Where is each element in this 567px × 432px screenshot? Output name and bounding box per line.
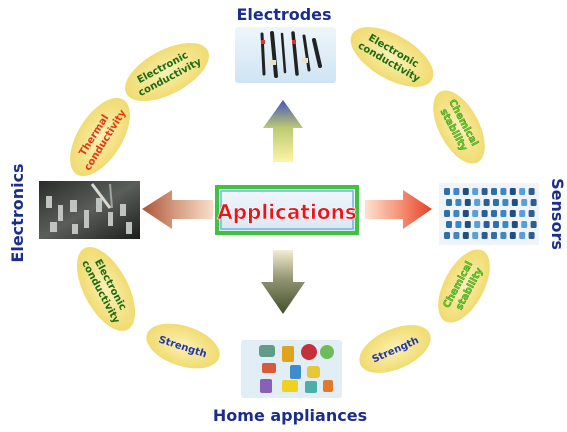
sensor-component (481, 232, 488, 239)
sensor-component (491, 210, 497, 217)
sensor-component (455, 221, 462, 228)
sensor-component (511, 221, 518, 228)
property-ellipses (70, 27, 490, 373)
sensor-component (502, 199, 509, 206)
sensor-component (472, 210, 479, 217)
ellipse-thermal-conductivity (70, 97, 130, 177)
electronics-image (39, 181, 140, 239)
ellipse-electronic-conductivity-top-right (350, 27, 434, 87)
center-label: Applications (217, 200, 356, 224)
sensor-component (491, 188, 497, 195)
sensor-component (453, 232, 460, 239)
sensor-component (500, 210, 507, 217)
arrow-right (365, 190, 432, 229)
sensor-component (511, 199, 518, 206)
sensor-component (519, 210, 526, 217)
arrows (142, 100, 432, 314)
sensor-component (509, 232, 516, 239)
node-label-home-appliances: Home appliances (213, 406, 367, 425)
sensor-component (519, 232, 526, 239)
ellipse-chemical-stability-bottom-right (438, 249, 490, 323)
sensor-component (500, 188, 507, 195)
sensor-component (446, 221, 452, 228)
arrow-down (261, 250, 305, 314)
sensor-component (509, 188, 516, 195)
sensor-component (446, 199, 452, 206)
sensor-component (464, 221, 471, 228)
node-label-electronics: Electronics (8, 163, 27, 262)
ellipse-strength-bottom-left (146, 323, 220, 369)
sensor-component (444, 210, 450, 217)
arrow-left (142, 190, 213, 229)
sensor-component (472, 188, 479, 195)
sensor-component (474, 221, 481, 228)
ellipse-chemical-stability-top-right (433, 90, 485, 164)
electrodes-image (235, 27, 336, 83)
sensor-component (491, 232, 497, 239)
sensor-component (453, 210, 460, 217)
sensor-component (462, 188, 469, 195)
sensor-component (493, 221, 499, 228)
ellipse-strength-bottom-right (359, 325, 431, 373)
sensor-component (500, 232, 507, 239)
sensor-component (474, 199, 481, 206)
sensor-component (483, 221, 490, 228)
sensor-component (530, 199, 537, 206)
sensor-component (444, 232, 450, 239)
sensors-image (439, 183, 539, 245)
node-label-sensors: Sensors (548, 178, 567, 250)
sensor-component (521, 199, 528, 206)
sensor-component (519, 188, 526, 195)
sensor-component (472, 232, 479, 239)
sensor-component (444, 188, 450, 195)
sensor-component (528, 232, 535, 239)
sensor-component (455, 199, 462, 206)
sensor-component (483, 199, 490, 206)
sensor-component (521, 221, 528, 228)
ellipse-electronic-conductivity-top-left (125, 42, 209, 102)
ellipse-electronic-conductivity-bottom-left (76, 247, 136, 331)
node-label-electrodes: Electrodes (236, 5, 331, 24)
sensor-component (462, 210, 469, 217)
sensor-components (444, 188, 537, 239)
center-box (215, 185, 359, 235)
sensor-component (481, 210, 488, 217)
sensor-component (528, 188, 535, 195)
sensor-component (528, 210, 535, 217)
sensor-component (530, 221, 537, 228)
sensor-component (481, 188, 488, 195)
sensor-component (464, 199, 471, 206)
sensor-component (462, 232, 469, 239)
home-appliances-image (241, 340, 342, 398)
arrow-up (263, 100, 303, 162)
sensor-component (509, 210, 516, 217)
sensor-component (502, 221, 509, 228)
sensor-component (493, 199, 499, 206)
sensor-component (453, 188, 460, 195)
